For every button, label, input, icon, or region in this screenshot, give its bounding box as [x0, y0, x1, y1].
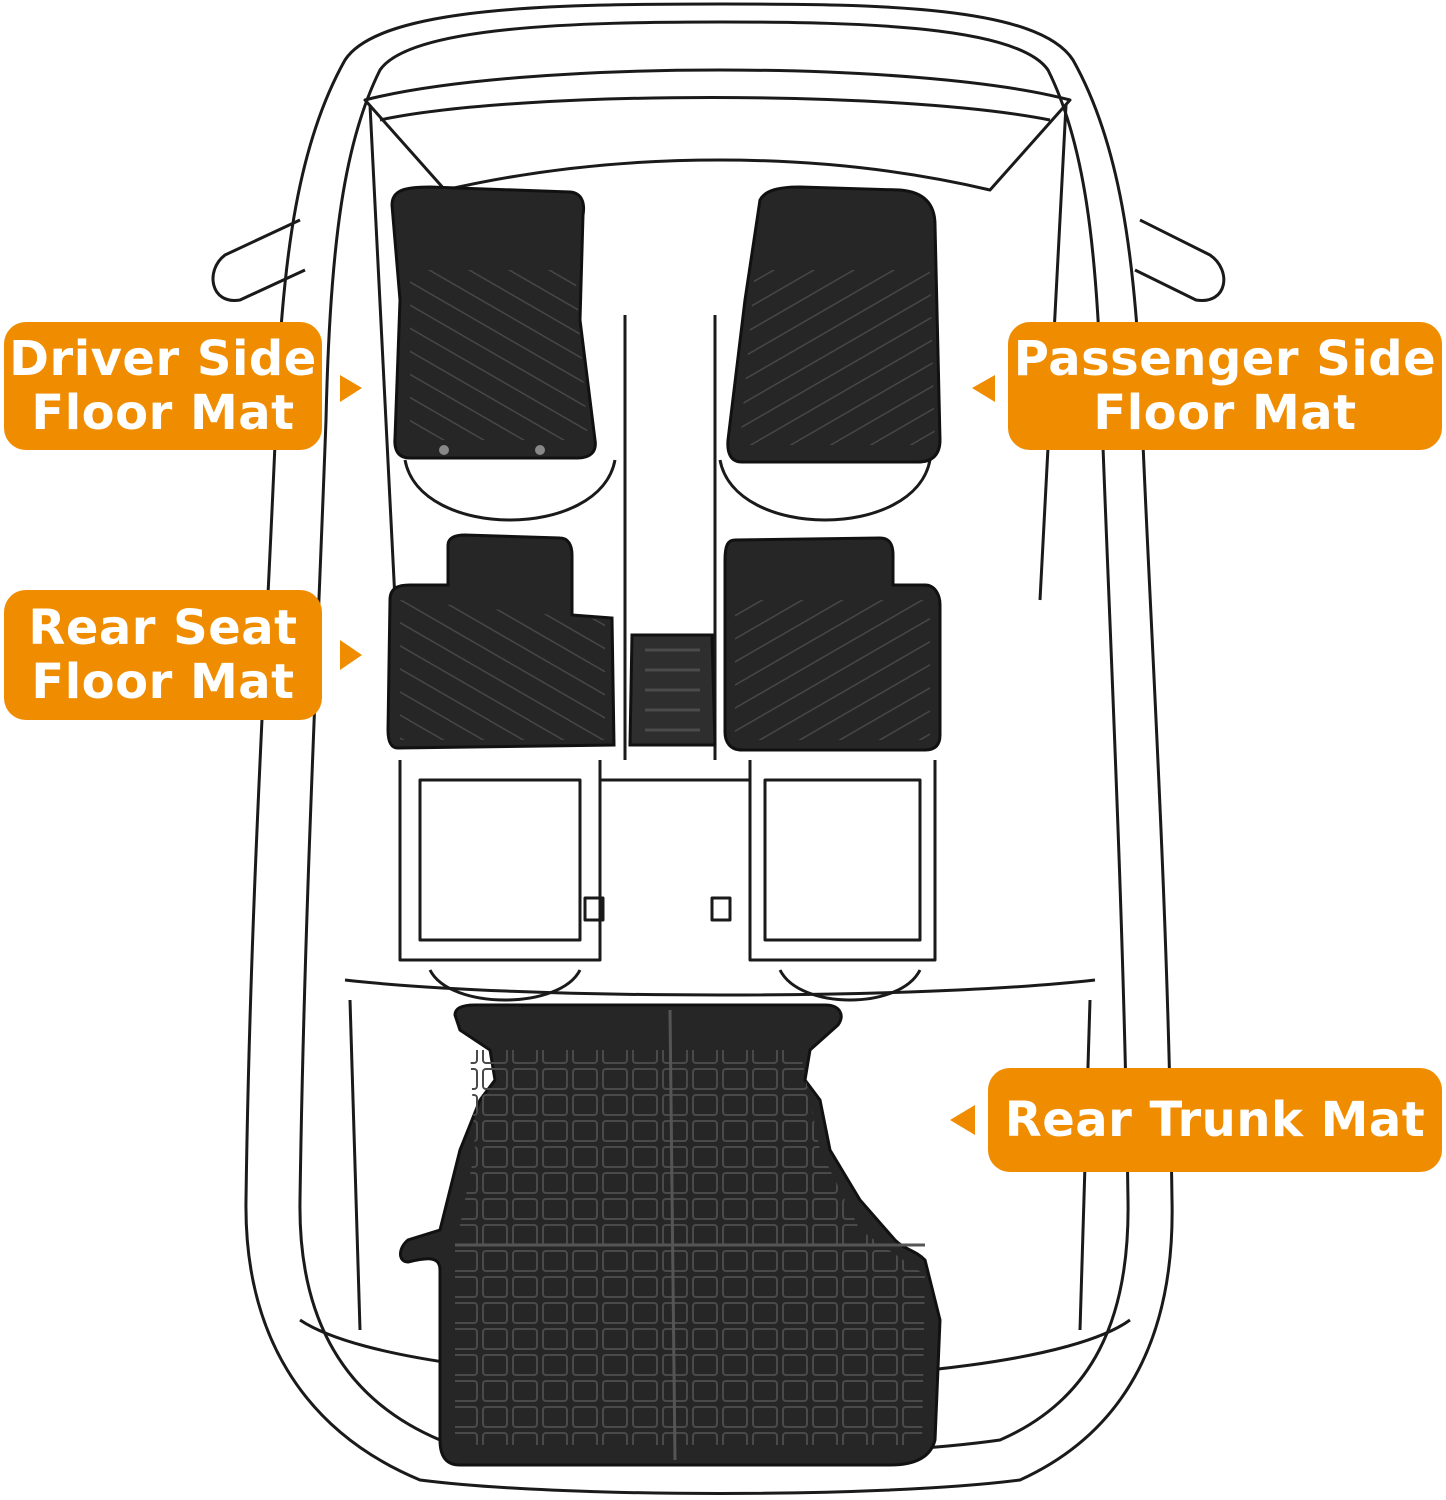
rear-label-line1: Rear Seat	[28, 600, 298, 656]
passenger-pointer	[972, 375, 995, 402]
car-outline	[211, 2, 1226, 1495]
trunk-label-line1: Rear Trunk Mat	[1004, 1092, 1426, 1148]
passenger-label-line1: Passenger Side	[1013, 331, 1437, 387]
trunk-pointer	[950, 1105, 975, 1135]
driver-pointer	[340, 375, 362, 402]
rear-seat-floor-mat	[386, 533, 942, 752]
passenger-side-floor-mat	[726, 185, 942, 464]
rear-label-line2: Floor Mat	[31, 654, 295, 710]
driver-label-line2: Floor Mat	[31, 385, 295, 441]
rear-trunk-mat-label: Rear Trunk Mat	[988, 1068, 1442, 1172]
driver-label-line1: Driver Side	[9, 331, 317, 387]
rear-pointer	[340, 640, 362, 670]
passenger-label-line2: Floor Mat	[1093, 385, 1357, 441]
driver-side-floor-mat	[390, 185, 597, 460]
rear-seat-floor-mat-label: Rear Seat Floor Mat	[4, 590, 322, 720]
driver-side-floor-mat-label: Driver Side Floor Mat	[4, 322, 322, 450]
rear-trunk-mat	[399, 1003, 942, 1467]
passenger-side-floor-mat-label: Passenger Side Floor Mat	[1008, 322, 1442, 450]
